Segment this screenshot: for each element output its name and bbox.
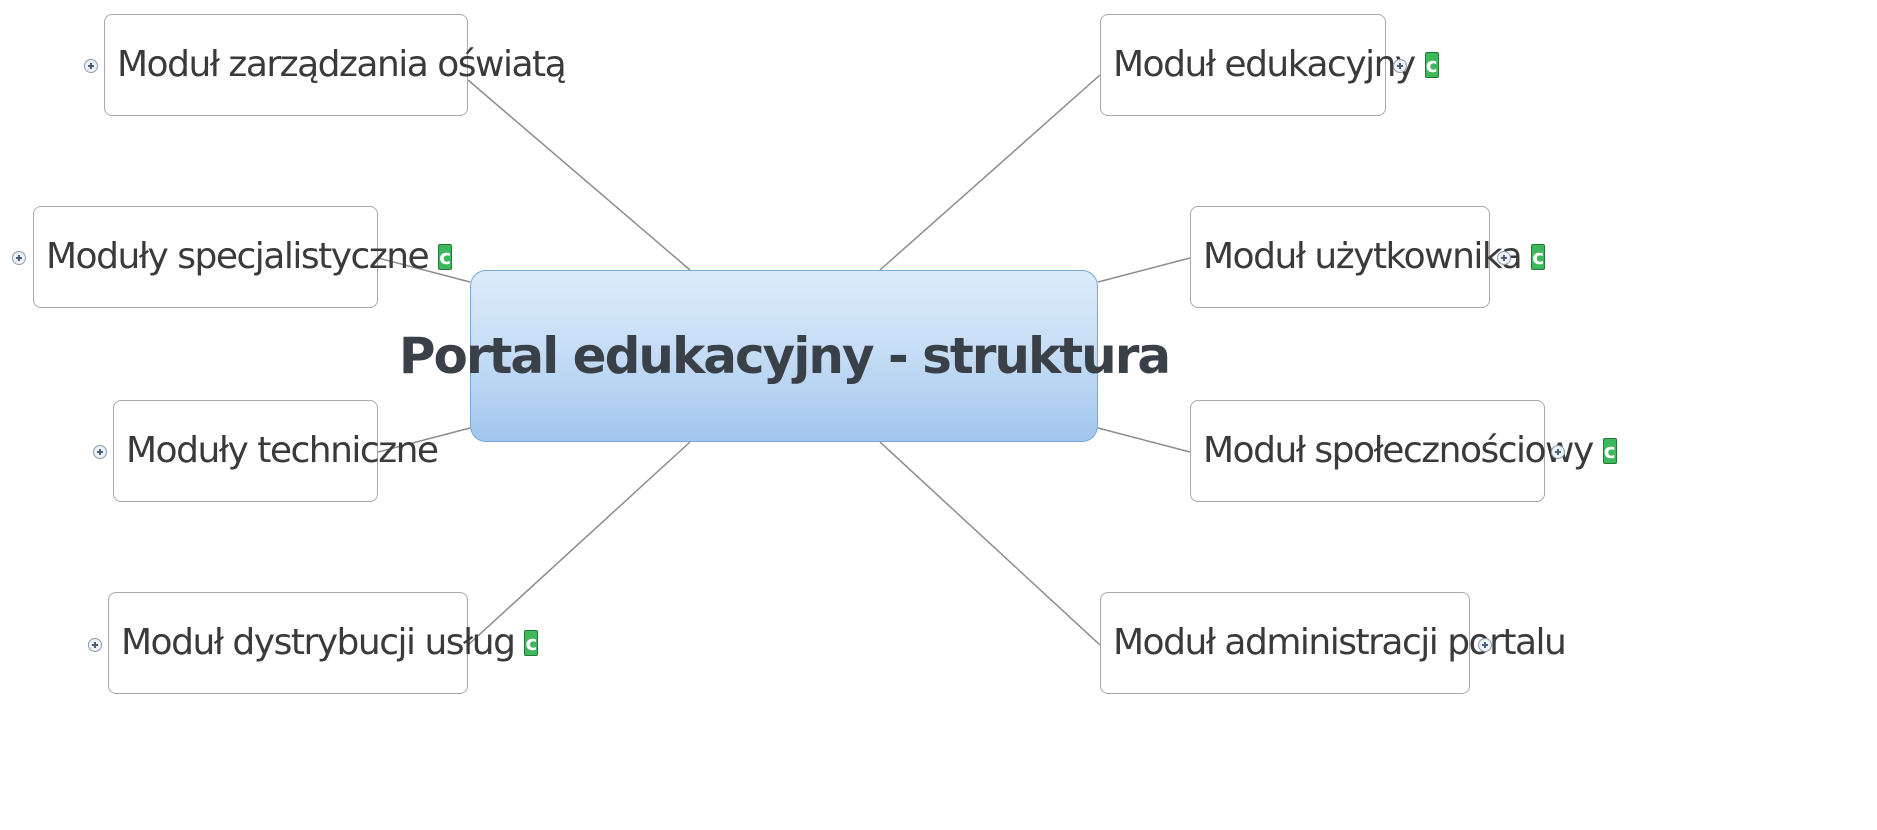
connector-left-3 <box>377 427 471 453</box>
topic-moduly-techniczne[interactable]: Moduły techniczne <box>113 400 439 502</box>
topic-label: Moduł administracji portalu <box>1113 622 1567 663</box>
topic-modul-dystrybucji-uslug[interactable]: Moduł dystrybucji usług c <box>108 592 539 694</box>
topic-modul-spolecznosciowy[interactable]: Moduł społecznościowy c <box>1190 400 1617 502</box>
expand-icon[interactable] <box>1497 251 1511 265</box>
c-badge-icon: c <box>438 244 453 270</box>
expand-icon[interactable] <box>1393 59 1407 73</box>
c-badge-icon: c <box>1602 438 1617 464</box>
expand-icon[interactable] <box>12 251 26 265</box>
expand-icon[interactable] <box>93 445 107 459</box>
topic-label: Moduł zarządzania oświatą <box>117 44 567 85</box>
connector-right-3 <box>1097 427 1191 453</box>
topic-label: Moduły techniczne <box>126 430 439 471</box>
central-topic[interactable]: Portal edukacyjny - struktura <box>399 270 1171 442</box>
topic-moduly-specjalistyczne[interactable]: Moduły specjalistyczne c <box>33 206 453 308</box>
topic-modul-uzytkownika[interactable]: Moduł użytkownika c <box>1190 206 1546 308</box>
expand-icon[interactable] <box>1478 638 1492 652</box>
c-badge-icon: c <box>524 630 539 656</box>
connector-left-1 <box>467 79 691 271</box>
connector-right-2 <box>1097 257 1191 283</box>
topic-label: Moduł społecznościowy <box>1203 430 1594 471</box>
topic-modul-zarzadzania-oswiata[interactable]: Moduł zarządzania oświatą <box>104 14 567 116</box>
expand-icon[interactable] <box>1551 445 1565 459</box>
topic-modul-administracji-portalu[interactable]: Moduł administracji portalu <box>1100 592 1567 694</box>
connector-left-4 <box>467 441 691 646</box>
topic-modul-edukacyjny[interactable]: Moduł edukacyjny c <box>1100 14 1439 116</box>
c-badge-icon: c <box>1531 244 1546 270</box>
topic-label: Moduły specjalistyczne <box>46 236 430 277</box>
topic-label: Moduł użytkownika <box>1203 236 1523 277</box>
topic-label: Moduł dystrybucji usług <box>121 622 516 663</box>
expand-icon[interactable] <box>88 638 102 652</box>
topic-label: Moduł edukacyjny <box>1113 44 1416 85</box>
connector-right-1 <box>879 74 1101 271</box>
c-badge-icon: c <box>1424 52 1439 78</box>
connector-left-2 <box>377 257 471 283</box>
expand-icon[interactable] <box>84 59 98 73</box>
connector-right-4 <box>879 441 1101 646</box>
